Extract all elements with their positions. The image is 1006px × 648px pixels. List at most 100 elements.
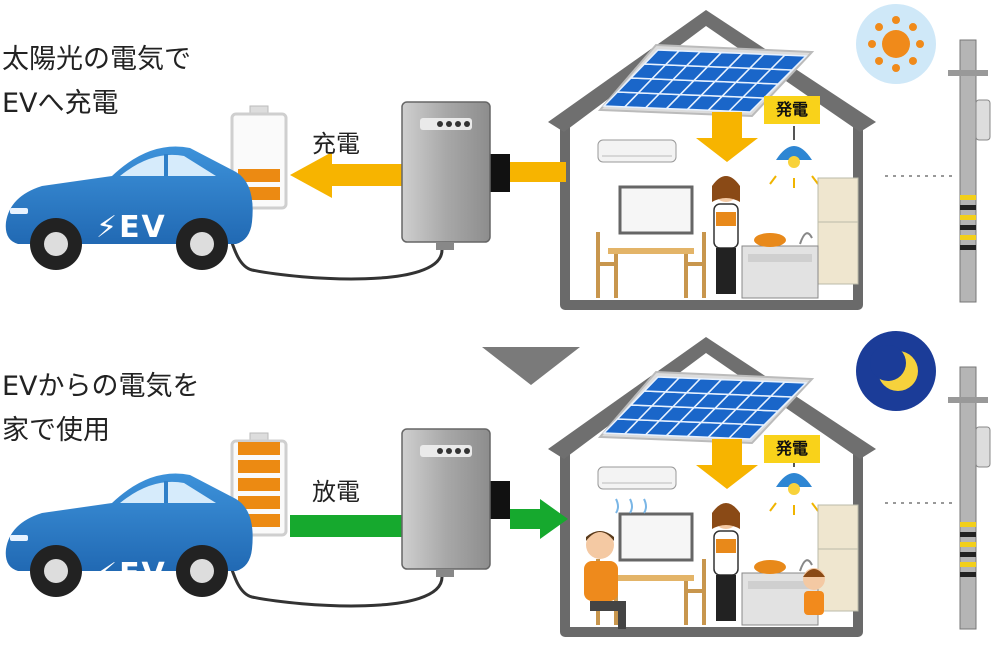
car-hub-front (44, 232, 68, 256)
pole-shaft (959, 366, 977, 630)
pole-shaft (959, 39, 977, 303)
electric-car (5, 146, 253, 270)
battery-segment (238, 496, 280, 509)
person-apron (716, 212, 736, 226)
dining-table (608, 248, 694, 254)
cooking-pot (754, 233, 786, 247)
pole-stripe (960, 205, 976, 210)
sun-ray (916, 40, 924, 48)
house (548, 10, 876, 310)
solar-cell (769, 54, 808, 71)
ceiling-lamp-icon (769, 126, 819, 188)
charger-base (436, 569, 454, 577)
pole-stripe (960, 215, 976, 220)
person-hair (712, 176, 740, 202)
charger-button-led (464, 448, 470, 454)
child-shirt (804, 591, 824, 615)
person-skirt (716, 575, 736, 621)
pole-stripe (960, 195, 976, 200)
pole-stripe (960, 542, 976, 547)
person-hair (712, 503, 740, 529)
sun-ray (908, 56, 917, 65)
pole-crossbar (948, 70, 988, 76)
pole-transformer (975, 426, 991, 468)
scene-day (5, 4, 991, 310)
television (618, 512, 694, 562)
house-roof (548, 10, 876, 132)
night-ev-label: ⚡EV (96, 557, 167, 592)
pole-stripe (960, 522, 976, 527)
faucet (799, 559, 813, 572)
sun-ray (892, 16, 900, 24)
ac-airflow (615, 498, 647, 514)
charger-base (436, 242, 454, 250)
child-hair (803, 569, 825, 577)
lamp-ray (811, 502, 819, 512)
utility-pole (948, 366, 991, 630)
lamp-ray (811, 175, 819, 185)
night-roof-label: 発電 (764, 435, 820, 463)
chair (596, 232, 616, 298)
house-roof (548, 337, 876, 459)
charger-button-led (455, 448, 461, 454)
air-conditioner (597, 466, 677, 490)
charger-button-led (455, 121, 461, 127)
television (618, 185, 694, 235)
arrow-shaft (290, 515, 406, 537)
person-cooking (712, 503, 740, 621)
pole-stripe (960, 245, 976, 250)
lamp-ray (769, 502, 777, 512)
night-caption-line1: EVからの電気を (2, 371, 200, 402)
pole-stripe (960, 235, 976, 240)
house (548, 337, 876, 637)
arrow-shaft (330, 164, 404, 186)
solar-panel (597, 43, 815, 118)
person-sitting (584, 531, 626, 629)
refrigerator (817, 504, 859, 612)
v2h-charger (401, 428, 491, 577)
battery-segment (238, 460, 280, 473)
sun-ray (868, 40, 876, 48)
lamp-bulb (788, 156, 800, 168)
house-connector (490, 154, 510, 192)
scene-night (5, 331, 991, 637)
transition-arrow (482, 347, 580, 385)
day-ev-label: ⚡EV (96, 210, 167, 245)
person-hair (586, 531, 614, 541)
night-flow-label: 放電 (312, 478, 360, 506)
sun-ray (892, 64, 900, 72)
lamp-shade (776, 473, 812, 487)
pole-transformer (975, 99, 991, 141)
car-headlight (10, 208, 28, 214)
faucet (799, 232, 813, 245)
charger-button-led (464, 121, 470, 127)
utility-pole (948, 39, 991, 303)
solar-cell (769, 381, 808, 398)
ceiling-lamp-icon (769, 453, 819, 515)
lamp-bulb (788, 483, 800, 495)
car-hub-rear (190, 559, 214, 583)
pole-stripe (960, 572, 976, 577)
car-headlight (10, 535, 28, 541)
dining-table (608, 575, 694, 581)
charging-cable (220, 213, 444, 281)
charger-button-led (437, 121, 443, 127)
cooking-pot (754, 560, 786, 574)
lamp-shade (776, 146, 812, 160)
sun-core (882, 30, 910, 58)
energy-flow-arrow (290, 152, 566, 198)
air-conditioner (597, 139, 677, 163)
pole-stripe (960, 532, 976, 537)
night-caption-line2: 家で使用 (2, 415, 110, 446)
car-hub-front (44, 559, 68, 583)
arrow-segment-house (510, 162, 566, 182)
sun-ray (875, 56, 884, 65)
kitchen-counter (741, 245, 819, 299)
house-connector (490, 481, 510, 519)
child (803, 568, 825, 615)
generation-arrow (696, 439, 758, 489)
charging-cable (220, 540, 444, 608)
chair (686, 232, 706, 298)
battery-segment (238, 478, 280, 491)
